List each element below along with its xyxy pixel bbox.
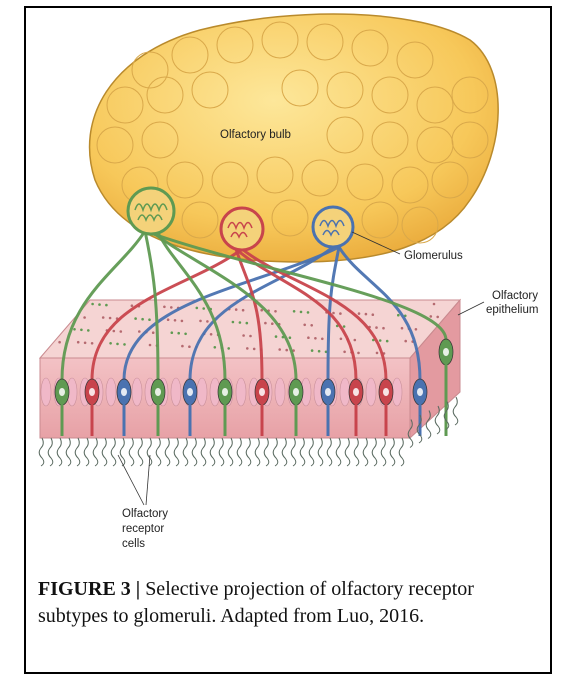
receptor-leader-line-1 bbox=[118, 455, 144, 505]
label-receptor-2: receptor bbox=[122, 523, 164, 535]
glomerulus-blue bbox=[313, 207, 353, 247]
epithelium-leader-line bbox=[458, 302, 484, 315]
label-receptor-3: cells bbox=[122, 538, 145, 550]
label-epithelium-1: Olfactory bbox=[492, 290, 538, 302]
label-epithelium-2: epithelium bbox=[486, 304, 538, 316]
label-receptor-1: Olfactory bbox=[122, 508, 168, 520]
figure-caption: FIGURE 3 | Selective projection of olfac… bbox=[38, 576, 538, 630]
receptor-leader-line-2 bbox=[146, 455, 150, 505]
glomerulus-red bbox=[221, 208, 263, 250]
label-olfactory-bulb: Olfactory bulb bbox=[220, 129, 291, 141]
caption-figure-number: FIGURE 3 | bbox=[38, 578, 140, 600]
glomerulus-green bbox=[128, 188, 174, 234]
olfactory-epithelium bbox=[40, 300, 460, 438]
label-glomerulus: Glomerulus bbox=[404, 250, 463, 262]
